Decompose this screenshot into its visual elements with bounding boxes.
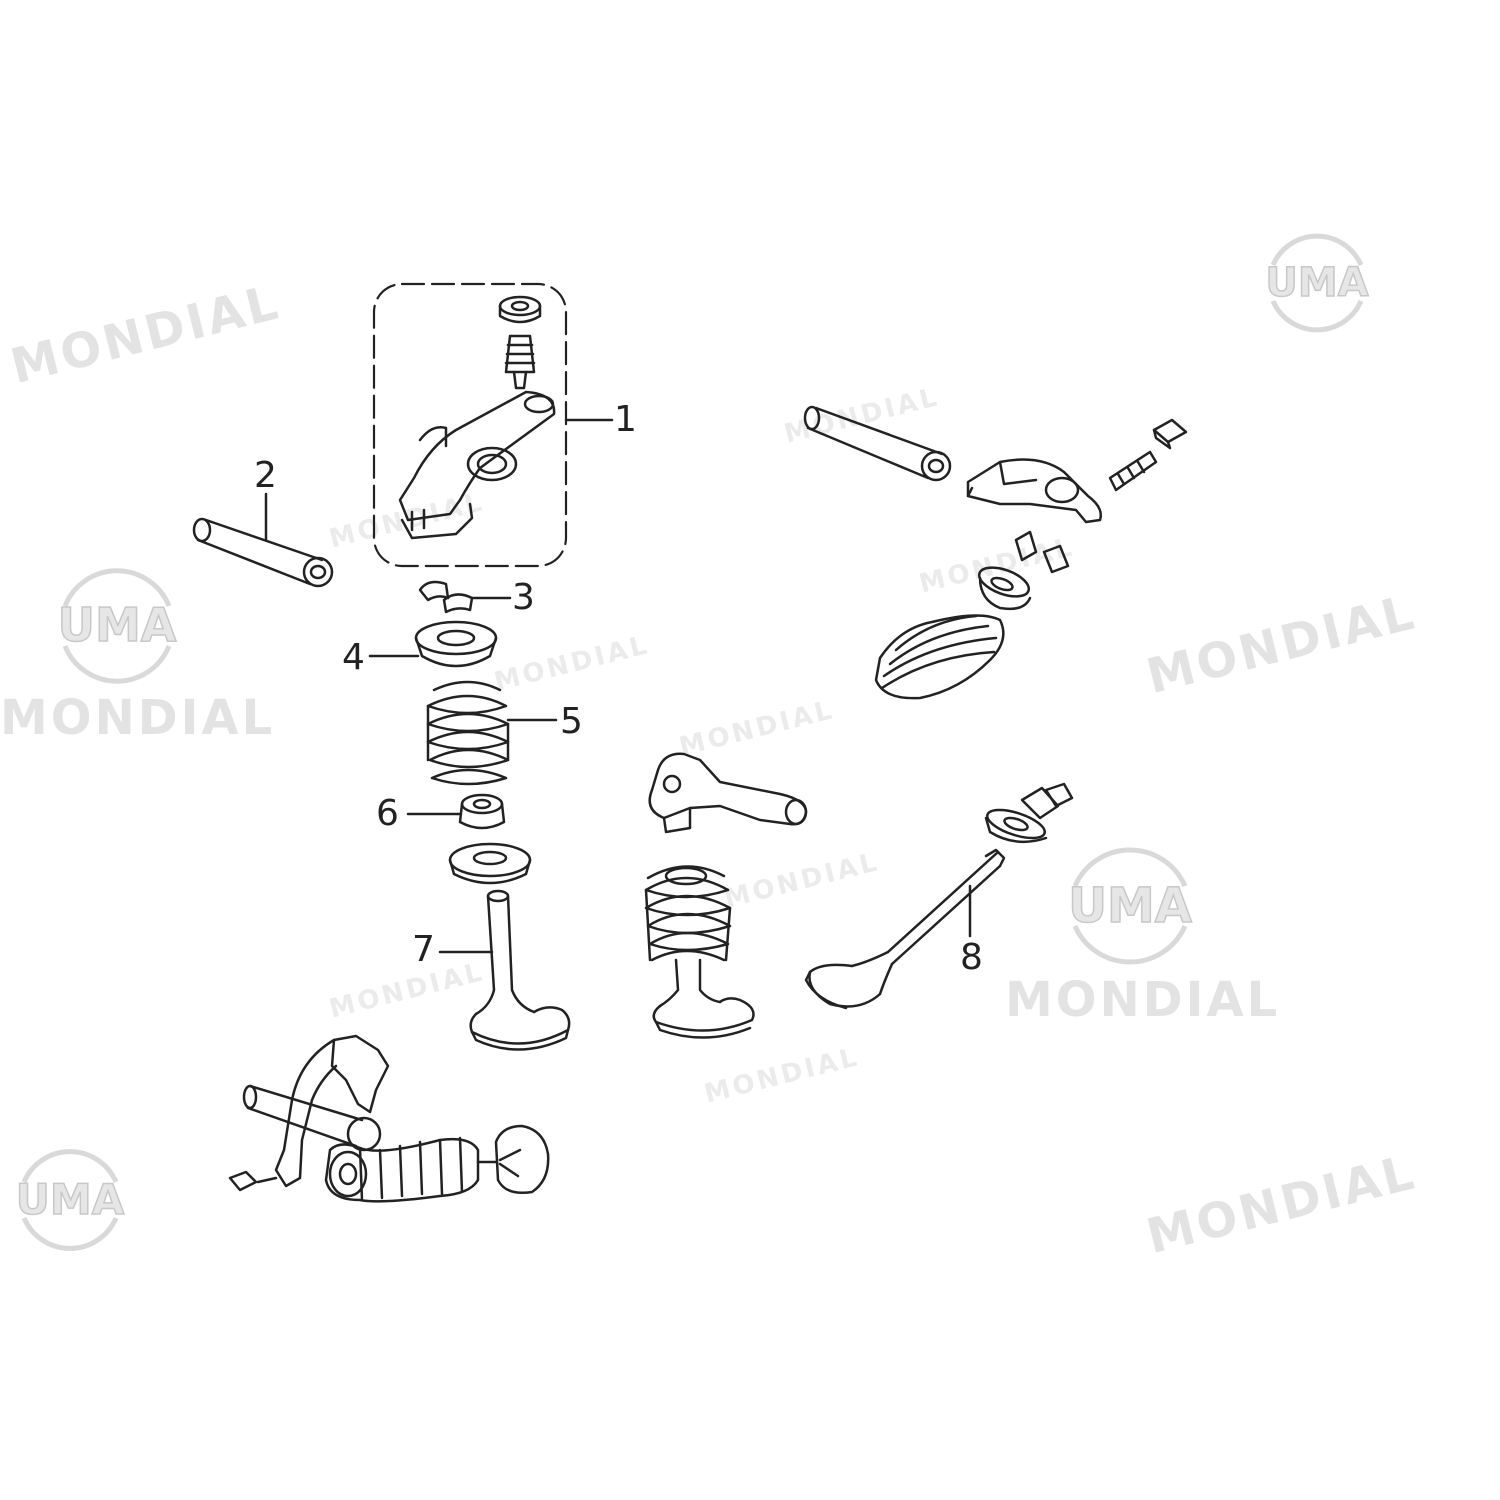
uma-logo: UMA (1265, 233, 1369, 333)
spring-seat (448, 842, 532, 885)
valve-cotters (418, 580, 474, 614)
callout-5: 5 (560, 701, 583, 742)
logo-text: UMA (1068, 878, 1192, 934)
exploded-cotters (1014, 530, 1070, 574)
spring-retainer (414, 620, 498, 668)
callout-4: 4 (342, 637, 365, 678)
exploded-retainer-valve (984, 782, 1074, 844)
exploded-valve (804, 848, 1006, 1010)
callout-6: 6 (376, 793, 399, 834)
callout-2: 2 (254, 455, 277, 496)
assembled-valve-train (228, 1034, 550, 1203)
rocker-arm-assembly (372, 282, 568, 568)
watermark-text: MONDIAL (0, 690, 276, 746)
valve-spring (426, 680, 510, 786)
valve (469, 889, 571, 1051)
uma-logo: UMA (57, 568, 178, 684)
valve-stem-seal (458, 793, 506, 830)
exploded-rocker-shaft (803, 405, 952, 482)
uma-logo: UMA (15, 1149, 125, 1251)
uma-logo: UMA (1067, 847, 1193, 965)
middle-spring-valve (644, 865, 755, 1039)
middle-rocker-arm (648, 752, 808, 834)
callout-3: 3 (512, 577, 535, 618)
callout-1: 1 (614, 399, 637, 440)
rocker-shaft (192, 517, 334, 588)
callout-8: 8 (960, 937, 983, 978)
watermark-text: MONDIAL (1005, 972, 1281, 1028)
exploded-adjusting-screw (1108, 418, 1188, 492)
logo-text: UMA (58, 598, 177, 652)
logo-text: UMA (1265, 260, 1368, 306)
logo-text: UMA (16, 1175, 125, 1224)
callout-7: 7 (412, 929, 435, 970)
exploded-rocker-arm (966, 458, 1102, 524)
exploded-valve-spring (874, 614, 1005, 700)
exploded-retainer (977, 566, 1032, 611)
